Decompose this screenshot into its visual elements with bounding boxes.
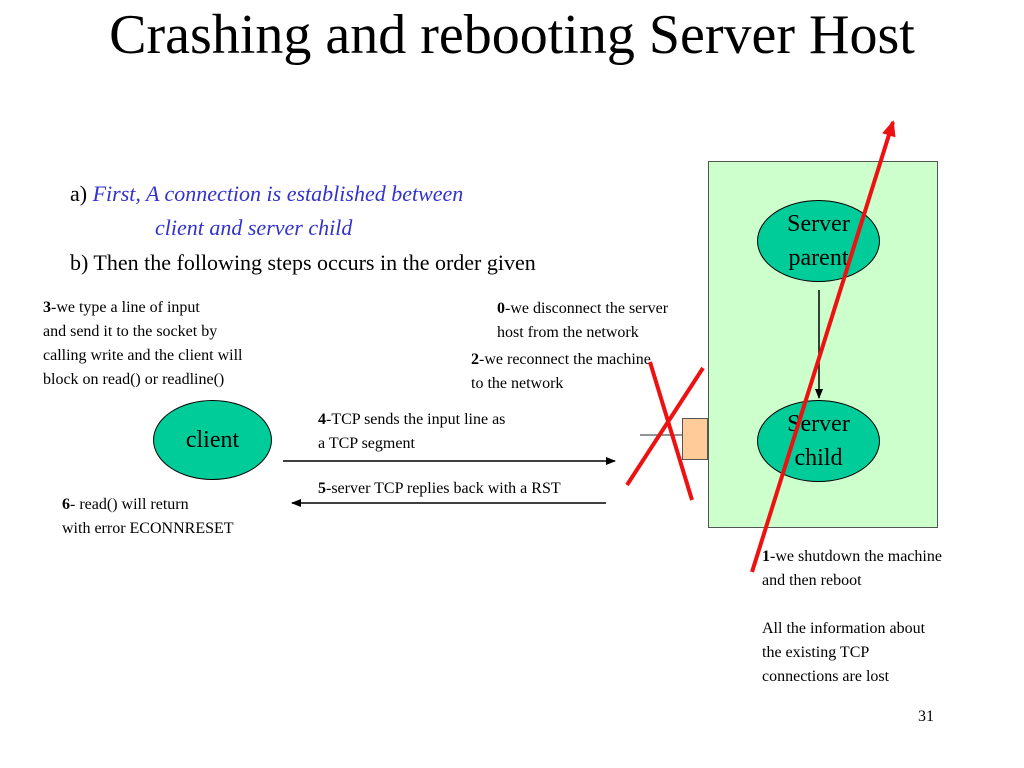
step-a-line2: client and server child (155, 215, 353, 240)
step-a-prefix: a) (70, 181, 93, 206)
note-step-6: 6- read() will return with error ECONNRE… (62, 493, 234, 541)
note-1-line4: the existing TCP (762, 644, 870, 661)
note-1-line3: All the information about (762, 620, 926, 637)
note-step-2: 2-we reconnect the machine to the networ… (471, 348, 651, 396)
slide-title: Crashing and rebooting Server Host (0, 0, 1024, 70)
note-2-line1: -we reconnect the machine (479, 351, 651, 368)
note-0-line1: -we disconnect the server (505, 300, 669, 317)
note-1-line2: and then reboot (762, 572, 862, 589)
reboot-arrow (750, 120, 896, 573)
note-1-line1: -we shutdown the machine (770, 548, 942, 565)
note-0-number: 0 (497, 300, 505, 317)
server-parent-label-2: parent (788, 245, 849, 271)
note-step-3: 3-we type a line of input and send it to… (43, 296, 243, 392)
server-child-label-2: child (794, 445, 843, 471)
note-step-1: 1-we shutdown the machine and then reboo… (762, 545, 942, 689)
note-1-number: 1 (762, 548, 770, 565)
step-b: b) Then the following steps occurs in th… (70, 250, 536, 275)
client-node: client (153, 400, 272, 480)
note-5-line1: -server TCP replies back with a RST (326, 480, 561, 497)
note-1-line5: connections are lost (762, 668, 890, 685)
note-3-number: 3 (43, 299, 51, 316)
note-4-line2: a TCP segment (318, 435, 415, 452)
server-parent-label-1: Server (787, 211, 850, 237)
note-step-4: 4-TCP sends the input line as a TCP segm… (318, 408, 505, 456)
note-3-line4: block on read() or readline() (43, 371, 225, 388)
note-step-0: 0-we disconnect the server host from the… (497, 297, 668, 345)
note-3-line1: -we type a line of input (51, 299, 200, 316)
note-6-line2: with error ECONNRESET (62, 520, 234, 537)
client-label: client (185, 427, 240, 453)
server-child-node: Server child (757, 400, 880, 482)
note-5-number: 5 (318, 480, 326, 497)
title-text: Crashing and rebooting Server Host (109, 4, 915, 66)
step-a: a) First, A connection is established be… (70, 177, 463, 211)
server-socket (682, 418, 708, 460)
note-6-line1: - read() will return (70, 496, 189, 513)
disconnect-cross-line-1 (648, 361, 694, 501)
page-number: 31 (918, 708, 934, 725)
server-parent-node: Server parent (757, 200, 880, 282)
note-3-line3: calling write and the client will (43, 347, 243, 364)
note-2-number: 2 (471, 351, 479, 368)
note-step-5: 5-server TCP replies back with a RST (318, 477, 561, 501)
note-4-line1: -TCP sends the input line as (326, 411, 506, 428)
step-a-line1: First, A connection is established betwe… (92, 181, 464, 206)
note-2-line2: to the network (471, 375, 564, 392)
note-0-line2: host from the network (497, 324, 639, 341)
note-6-number: 6 (62, 496, 70, 513)
note-4-number: 4 (318, 411, 326, 428)
disconnect-cross-line-2 (625, 366, 705, 487)
note-3-line2: and send it to the socket by (43, 323, 218, 340)
